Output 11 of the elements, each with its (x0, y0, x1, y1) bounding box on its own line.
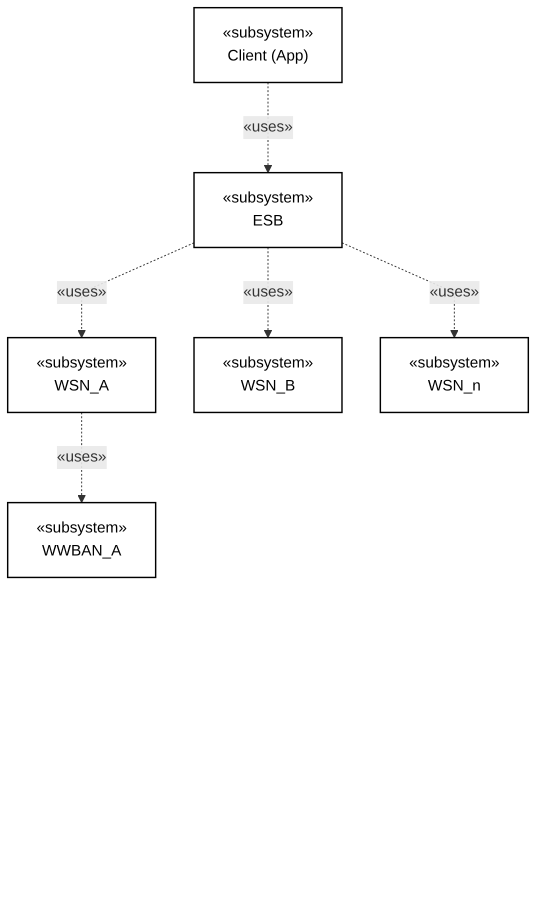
edge-label: «uses» (56, 448, 106, 466)
node-box: «subsystem» WSN_A (6, 336, 156, 414)
node-box: «subsystem» Client (App) (193, 6, 343, 84)
edge-label: «uses» (243, 118, 293, 136)
node-box: «subsystem» WSN_B (193, 336, 343, 414)
node-box: «subsystem» WWBAN_A (6, 502, 156, 578)
edge-label: «uses» (243, 284, 293, 300)
edge-label: «uses» (430, 284, 480, 300)
node-box: «subsystem» ESB (193, 172, 343, 248)
edge-label: «uses» (56, 284, 106, 300)
node-box: «subsystem» WSN_n (380, 336, 530, 414)
